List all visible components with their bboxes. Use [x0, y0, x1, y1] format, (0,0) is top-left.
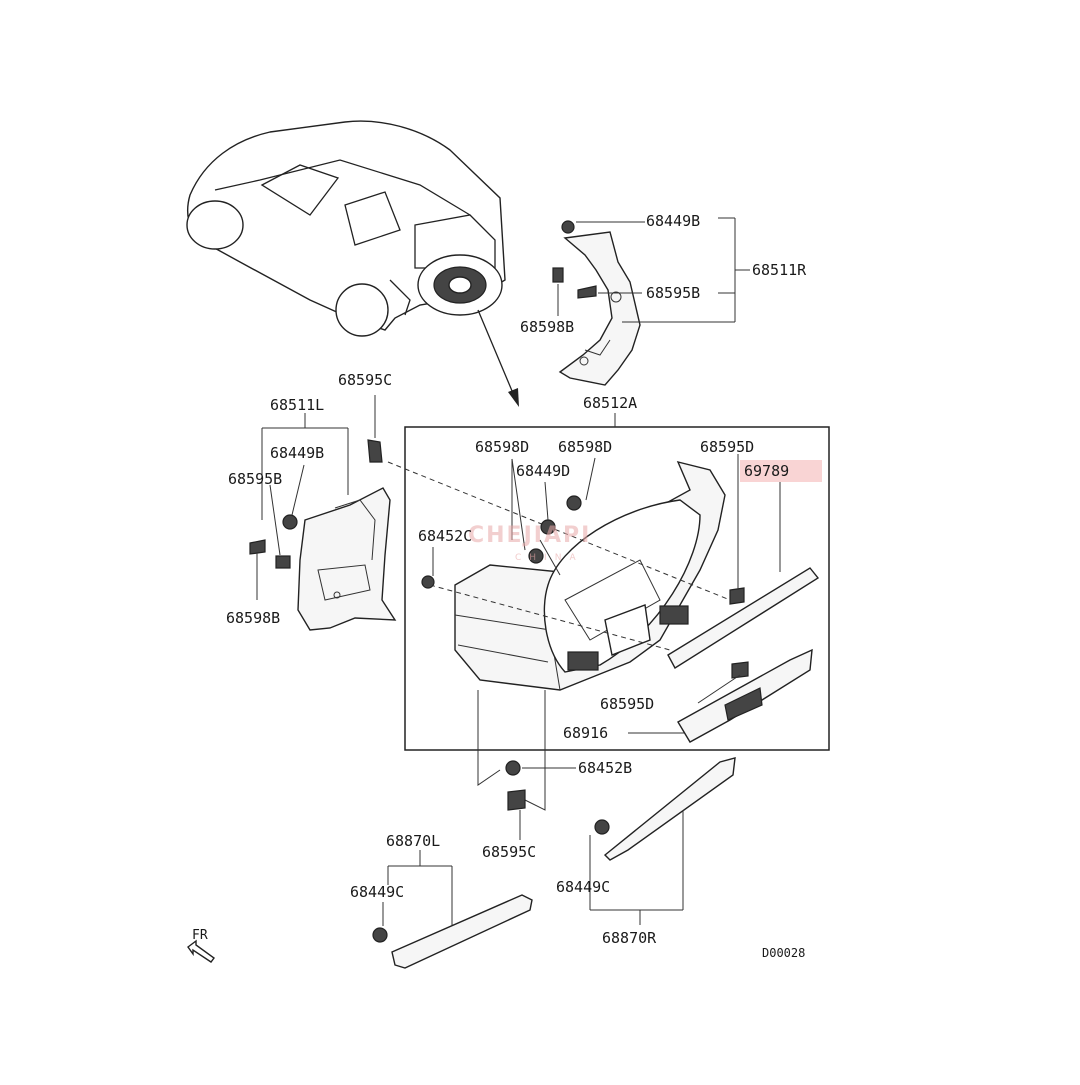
watermark-sub: CHINA — [515, 553, 584, 563]
label-68449C-right: 68449C — [556, 878, 610, 896]
label-68449D: 68449D — [516, 462, 570, 480]
screw-icon — [552, 267, 564, 283]
pointer-arrow — [477, 309, 519, 407]
label-68449B-top: 68449B — [646, 212, 700, 230]
label-68452C: 68452C — [418, 527, 472, 545]
label-68598D-1: 68598D — [475, 438, 529, 456]
lower-fasteners — [505, 760, 576, 840]
diagram-code: D00028 — [762, 946, 805, 960]
label-68598B-top: 68598B — [520, 318, 574, 336]
screw-icon — [249, 539, 266, 555]
reflector-left-icon — [567, 651, 599, 671]
label-68916: 68916 — [563, 724, 608, 742]
part-68916-garnish — [677, 648, 813, 743]
label-68595C-top: 68595C — [338, 371, 392, 389]
rivet-icon — [731, 661, 749, 679]
part-68511R-trim — [552, 220, 641, 386]
label-68449B-left: 68449B — [270, 444, 324, 462]
assembly-box-68512A — [404, 426, 830, 751]
label-69789: 69789 — [744, 462, 789, 480]
label-68870R: 68870R — [602, 929, 657, 947]
label-68512A: 68512A — [583, 394, 637, 412]
part-labels: 68449B 68511R 68595B 68598B 68595C 68511… — [192, 212, 807, 960]
label-68595D-bot: 68595D — [600, 695, 654, 713]
label-68595C-bot: 68595C — [482, 843, 536, 861]
clip-icon — [528, 548, 544, 564]
leader-68511R — [557, 217, 750, 323]
label-68598D-2: 68598D — [558, 438, 612, 456]
label-68595B-left: 68595B — [228, 470, 282, 488]
rivet-icon — [275, 555, 291, 569]
front-direction-indicator — [187, 939, 215, 963]
label-68449C-left: 68449C — [350, 883, 404, 901]
clip-icon — [505, 760, 521, 776]
part-68870R-molding — [589, 757, 736, 925]
label-68595D-top: 68595D — [700, 438, 754, 456]
label-68511R: 68511R — [752, 261, 807, 279]
clip-icon — [421, 575, 435, 589]
fasteners-box — [421, 454, 749, 734]
label-68595B-top: 68595B — [646, 284, 700, 302]
rivet-icon — [729, 587, 745, 605]
rivet-icon — [367, 439, 383, 463]
label-68598B-left: 68598B — [226, 609, 280, 627]
part-68512A-bumper — [387, 460, 731, 811]
label-68452B: 68452B — [578, 759, 632, 777]
label-68870L: 68870L — [386, 832, 440, 850]
part-68870L-molding — [372, 850, 533, 969]
rivet-icon — [577, 285, 597, 299]
label-fr: FR — [192, 928, 208, 943]
clip-icon — [566, 495, 582, 511]
vehicle-illustration — [186, 120, 506, 337]
clip-icon — [594, 819, 610, 835]
label-68511L: 68511L — [270, 396, 324, 414]
reflector-right-icon — [659, 605, 689, 625]
highlight-69789 — [740, 460, 822, 482]
part-68511L-trim — [249, 439, 397, 631]
leader-68511L — [256, 395, 376, 600]
rivet-icon — [507, 789, 526, 811]
license-plate-area — [604, 604, 651, 656]
watermark: CHEJIAPI — [468, 523, 591, 548]
part-69789-molding — [667, 482, 820, 669]
clip-icon — [372, 927, 388, 943]
arrow-icon — [187, 939, 215, 963]
clip-icon — [282, 514, 298, 530]
clip-icon — [561, 220, 575, 234]
